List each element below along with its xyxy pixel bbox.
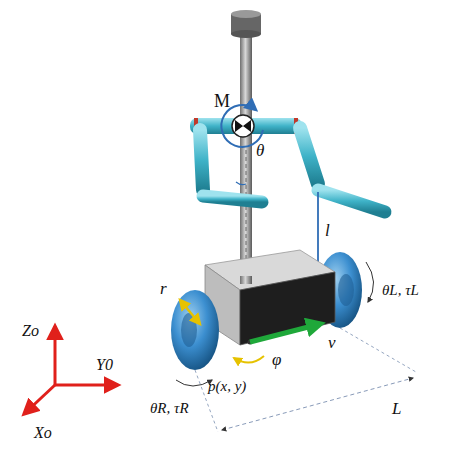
symbol-label: v <box>328 334 336 353</box>
wheel-hub <box>338 274 354 306</box>
symbol-label: Zo <box>22 322 39 340</box>
symbol-label: θL, τL <box>382 282 419 299</box>
symbol-label: φ <box>272 351 281 370</box>
upper-arm <box>300 128 318 184</box>
chassis-front <box>240 272 335 345</box>
head-cap-top <box>231 10 261 18</box>
radius-arrow <box>180 300 200 324</box>
tilt-arc <box>236 182 246 185</box>
symbol-label: l <box>325 222 330 241</box>
forearm <box>318 190 385 212</box>
x-axis <box>24 385 55 414</box>
symbol-label: r <box>160 280 167 299</box>
symbol-label: θR, τR <box>150 400 189 417</box>
rotation-arrow <box>366 262 374 302</box>
pole-base <box>240 276 252 284</box>
head-cap-bottom <box>231 30 261 38</box>
rotation-arrow <box>176 380 212 386</box>
z-axis <box>54 326 57 385</box>
symbol-label: M <box>214 92 230 112</box>
motor-bowtie <box>235 120 251 132</box>
motor-symbol <box>232 115 254 137</box>
heading-arc <box>234 356 264 363</box>
upper-arm <box>200 130 203 190</box>
symbol-label: θ <box>256 142 264 161</box>
torque-ring <box>221 105 263 147</box>
right-wheel <box>171 290 219 370</box>
forearm <box>203 196 262 202</box>
symbol-label: p(x, y) <box>208 378 246 395</box>
extension-line <box>340 328 416 372</box>
y-axis <box>55 384 118 387</box>
symbol-label: Xo <box>34 424 52 442</box>
symbol-label: L <box>392 400 401 419</box>
velocity-arrow <box>250 324 320 342</box>
symbol-label: Y0 <box>96 356 113 374</box>
dimension-line <box>222 378 413 430</box>
